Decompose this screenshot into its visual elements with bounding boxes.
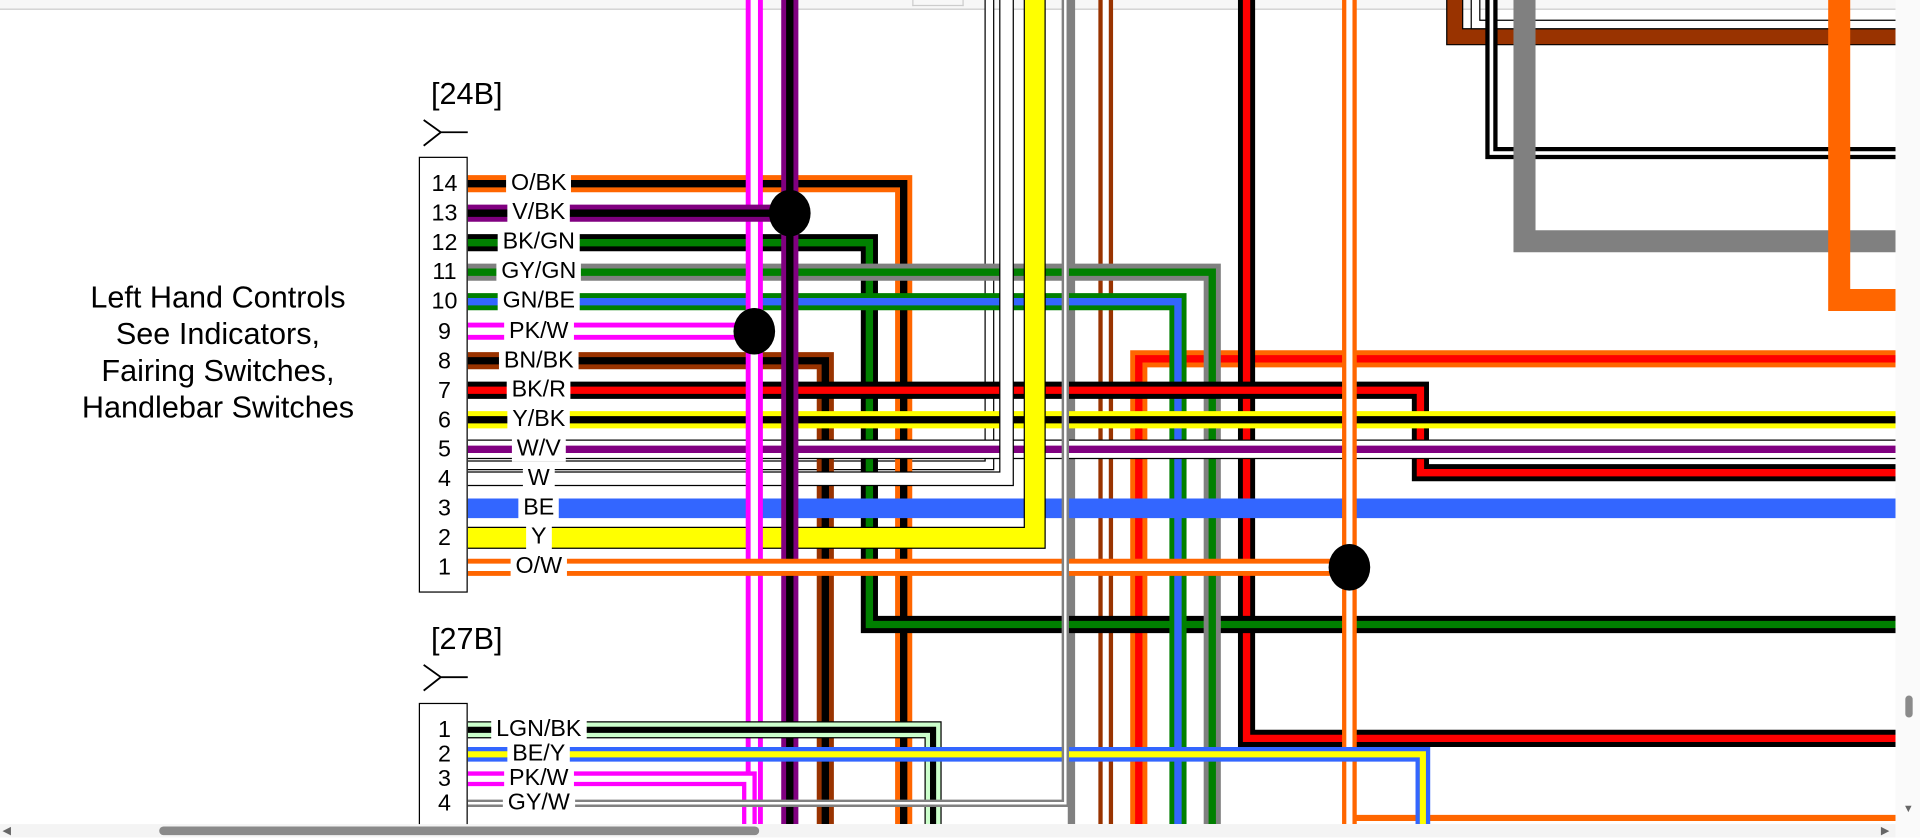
wire-r-o-stripe bbox=[1135, 355, 1896, 825]
wire-color-label: V/BK bbox=[507, 200, 571, 226]
top-tab-handle[interactable] bbox=[912, 0, 964, 7]
pin-number: 2 bbox=[438, 742, 451, 768]
pin-number: 2 bbox=[438, 525, 451, 552]
left-hand-controls-note: Left Hand Controls See Indicators, Fairi… bbox=[24, 279, 411, 426]
wire-color-label: GY/GN bbox=[496, 259, 582, 285]
wire-color-label: GN/BE bbox=[497, 289, 580, 314]
wire-color-label: BK/R bbox=[506, 377, 571, 403]
wire-color-label: GY/W bbox=[502, 790, 575, 816]
scroll-left-icon[interactable]: ◀ bbox=[2, 824, 11, 837]
wire-color-label: O/W bbox=[510, 554, 567, 580]
wire-w bbox=[467, 0, 1013, 485]
wire-color-label: PK/W bbox=[504, 318, 574, 344]
wire-color-label: Y bbox=[526, 525, 552, 551]
vertical-scroll-thumb[interactable] bbox=[1905, 695, 1913, 718]
wire-color-label: BK/GN bbox=[497, 230, 580, 255]
wire-gy-top bbox=[1513, 0, 1896, 253]
wire-y bbox=[467, 0, 1045, 548]
pin-number: 1 bbox=[438, 555, 451, 581]
wire-color-label: BE/Y bbox=[507, 741, 571, 767]
pin-number: 14 bbox=[431, 171, 458, 198]
connector-24b-title: [24B] bbox=[431, 77, 503, 112]
wire-lgn-bk-stripe bbox=[467, 726, 937, 825]
wire-color-label: Y/BK bbox=[507, 407, 571, 432]
pin-number: 3 bbox=[438, 766, 451, 793]
note-line: See Indicators, bbox=[115, 317, 321, 352]
note-line: Handlebar Switches bbox=[81, 390, 355, 425]
pin-number: 8 bbox=[438, 348, 451, 375]
scroll-right-icon[interactable]: ▶ bbox=[1880, 824, 1890, 837]
wire-color-label: W bbox=[522, 466, 555, 492]
note-line: Fairing Switches, bbox=[101, 353, 335, 389]
wire-be-y bbox=[467, 746, 1431, 825]
connector-27b-title: [27B] bbox=[431, 622, 503, 657]
wire-bn-bk-stripe bbox=[467, 357, 829, 825]
connector-24b-fork-icon bbox=[423, 119, 468, 147]
wire-gy-w-stripe bbox=[467, 0, 1067, 805]
wire-o-bk-stripe bbox=[467, 180, 908, 825]
pin-number: 10 bbox=[431, 289, 458, 316]
wire-o-top bbox=[1828, 0, 1896, 312]
wire-color-label: LGN/BK bbox=[491, 717, 587, 743]
wire-bn-top bbox=[1447, 0, 1896, 45]
vertical-scrollbar[interactable]: ▼ bbox=[1895, 0, 1920, 838]
splice-dot bbox=[733, 307, 776, 355]
horizontal-scroll-thumb[interactable] bbox=[159, 826, 760, 836]
scroll-down-icon[interactable]: ▼ bbox=[1902, 802, 1914, 815]
pin-number: 3 bbox=[438, 496, 451, 522]
pin-number: 13 bbox=[431, 200, 458, 227]
pin-number: 4 bbox=[438, 791, 451, 817]
pin-number: 4 bbox=[438, 466, 451, 493]
wire-be-y-stripe bbox=[467, 751, 1426, 825]
splice-dot bbox=[768, 189, 811, 237]
wire-color-label: PK/W bbox=[504, 766, 574, 792]
pin-number: 12 bbox=[431, 230, 458, 257]
wire-color-label: BN/BK bbox=[498, 348, 579, 373]
wire-gy-gn-stripe bbox=[467, 268, 1216, 825]
wire-w-top bbox=[1471, 0, 1896, 29]
splice-dot bbox=[1328, 544, 1371, 591]
wire-w-vertical-a bbox=[467, 0, 994, 469]
pin-number: 9 bbox=[438, 318, 451, 345]
wire-bk-gn-stripe bbox=[467, 239, 1896, 629]
pin-number: 7 bbox=[438, 377, 451, 404]
wire-color-label: W/V bbox=[511, 436, 566, 462]
connector-27b-fork-icon bbox=[423, 664, 468, 692]
pin-number: 1 bbox=[438, 717, 451, 744]
wire-color-label: BE bbox=[518, 495, 560, 521]
wire-w-bk-top-stripe bbox=[1489, 0, 1896, 155]
wire-bk-r-vertical-stripe bbox=[1242, 0, 1896, 743]
wire-gn-be-stripe bbox=[467, 298, 1182, 825]
wire-bk-r-stripe bbox=[467, 386, 1896, 477]
pin-number: 6 bbox=[438, 407, 451, 434]
horizontal-scrollbar[interactable]: ◀ ▶ bbox=[0, 824, 1896, 838]
note-line: Left Hand Controls bbox=[90, 280, 346, 315]
pin-number: 5 bbox=[438, 437, 451, 463]
pin-number: 11 bbox=[432, 259, 457, 286]
wire-color-label: O/BK bbox=[506, 171, 572, 196]
